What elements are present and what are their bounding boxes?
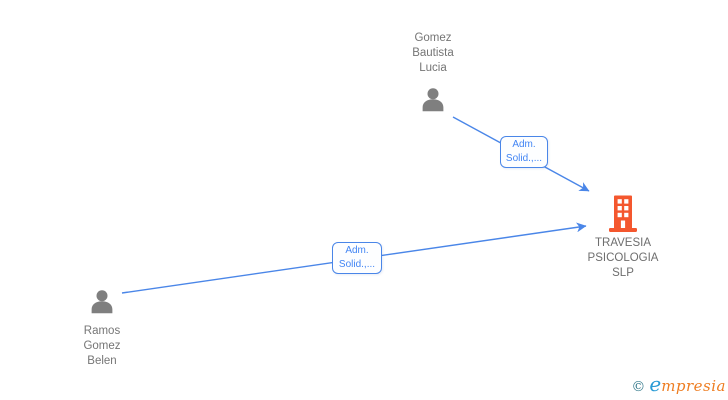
person-icon <box>418 85 448 115</box>
node-person-gomez-bautista-lucia[interactable]: Gomez Bautista Lucia <box>393 31 473 115</box>
node-company-travesia-psicologia-slp[interactable]: TRAVESIA PSICOLOGIA SLP <box>578 195 668 281</box>
node-label: Ramos Gomez Belen <box>83 325 121 367</box>
empresia-logo-text: mpresia <box>661 377 726 395</box>
edge-label-adm-solid-bottom[interactable]: Adm. Solid.,... <box>332 242 382 274</box>
copyright-icon: © <box>631 379 646 395</box>
person-icon <box>87 287 117 317</box>
empresia-logo-initial: e <box>649 372 662 396</box>
node-label: TRAVESIA PSICOLOGIA SLP <box>587 237 659 279</box>
edge-label-adm-solid-top[interactable]: Adm. Solid.,... <box>500 136 548 168</box>
node-label: Gomez Bautista Lucia <box>412 32 454 74</box>
building-icon <box>608 195 638 233</box>
node-person-ramos-gomez-belen[interactable]: Ramos Gomez Belen <box>62 287 142 369</box>
empresia-watermark: © e mpresia <box>631 372 726 396</box>
